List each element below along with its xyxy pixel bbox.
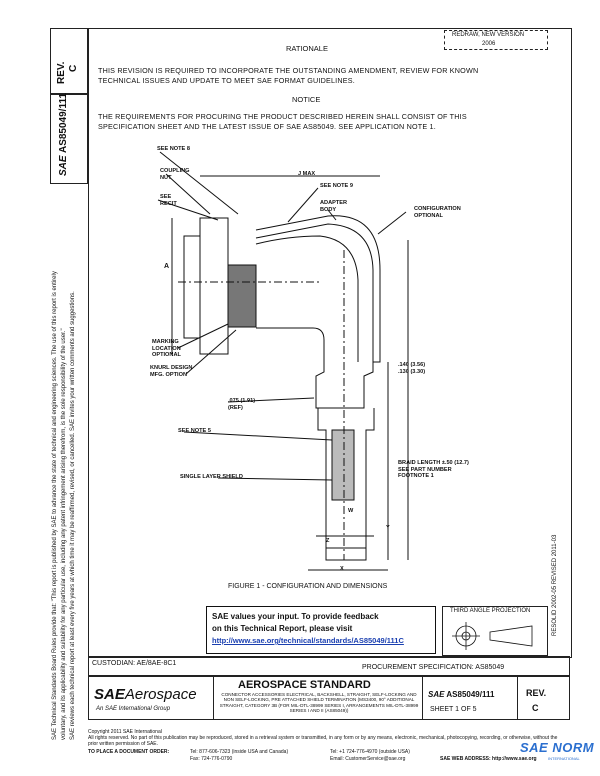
doc-number-cell (422, 676, 518, 720)
stamp-line1: REDRAW, NEW VERSION (452, 32, 525, 38)
rationale-title: RATIONALE (286, 44, 328, 53)
elbow-outer (255, 215, 381, 363)
label-j-max: J MAX (298, 171, 316, 177)
margin-rules-line3: SAE reviews each technical report at lea… (70, 291, 76, 740)
label-x: X (340, 566, 344, 572)
feedback-line2: on this Technical Report, please visit (212, 624, 353, 633)
footer-email: Email: CustomerService@sae.org (330, 756, 406, 762)
knurl-area (227, 264, 257, 328)
title-doc-number: SAE AS85049/111 (428, 690, 494, 699)
doc-number: AS85049/111 (58, 92, 69, 154)
rev-box (50, 28, 88, 94)
title-rev-label: REV. (526, 688, 547, 698)
projection-box (442, 606, 548, 656)
label-see-note-5: SEE NOTE 5 (178, 428, 211, 434)
label-z: Z (326, 538, 330, 544)
sae-mark: SAE (58, 155, 69, 176)
sae-logo: SAEAerospace (94, 686, 197, 703)
title-doc-sae: SAE (428, 690, 445, 699)
margin-rules-line1: SAE Technical Standards Board Rules prov… (52, 271, 58, 740)
footer-order-label: TO PLACE A DOCUMENT ORDER: (88, 749, 170, 755)
label-marking-location: MARKING LOCATION OPTIONAL (152, 339, 181, 358)
rationale-text: THIS REVISION IS REQUIRED TO INCORPORATE… (98, 66, 479, 85)
rev-value: C (68, 64, 79, 72)
label-braid-length: BRAID LENGTH ±.50 (12.7) SEE PART NUMBER… (398, 460, 469, 479)
logo-aero-text: Aerospace (124, 686, 197, 703)
title-description: CONNECTOR ACCESSORIES ELECTRICAL, BACKSH… (219, 692, 419, 714)
configuration-drawing (157, 151, 409, 571)
notice-text: THE REQUIREMENTS FOR PROCURING THE PRODU… (98, 112, 467, 131)
footer-web[interactable]: SAE WEB ADDRESS: http://www.sae.org (440, 756, 537, 762)
margin-rules-line2: voluntary, and its applicability and sui… (61, 328, 67, 740)
label-adapter-body: ADAPTER BODY (320, 200, 348, 213)
label-single-layer-shield: SINGLE LAYER SHIELD (180, 474, 243, 480)
label-configuration-optional: CONFIGURATION OPTIONAL (414, 206, 461, 219)
aerospace-standard-title: AEROSPACE STANDARD (238, 679, 371, 691)
title-rev-value: C (532, 703, 539, 713)
sheet-number: SHEET 1 OF 5 (430, 706, 477, 713)
footer-fax: Fax: 724-776-0790 (190, 756, 233, 762)
logo-sae-text: SAE (94, 686, 125, 703)
label-see-note-9: SEE NOTE 9 (320, 183, 353, 189)
revision-stamp (444, 30, 548, 50)
rev-label: REV. (56, 61, 67, 84)
title-doc-code: AS85049/111 (446, 690, 495, 699)
label-dim-140: .140 (3.56) .130 (3.30) (398, 362, 426, 375)
sae-norm-watermark-sub: INTERNATIONAL (548, 756, 580, 761)
feedback-link[interactable]: http://www.sae.org/technical/standards/A… (212, 636, 404, 645)
label-dim-075: .075 (1.91) (REF) (228, 398, 256, 411)
label-see-recit: SEE RECIT (160, 194, 177, 207)
right-margin-dates: RESOLID 2002-05 REVISED 2011-03 (552, 534, 558, 636)
projection-symbol (452, 622, 533, 650)
doc-number-vertical: SAE AS85049/111 (58, 93, 69, 176)
sae-norm-watermark: SAE NORM (520, 740, 595, 755)
doc-number-box (50, 94, 88, 184)
figure-caption: FIGURE 1 - CONFIGURATION AND DIMENSIONS (228, 583, 388, 590)
coupling-nut-shape (199, 217, 229, 355)
shield-pattern (331, 429, 355, 501)
notice-title: NOTICE (292, 95, 321, 104)
footer-tel2: Tel: +1 724-776-4970 (outside USA) (330, 749, 410, 755)
feedback-line1: SAE values your input. To provide feedba… (212, 612, 379, 621)
logo-tagline: An SAE International Group (96, 706, 171, 712)
label-a: A (164, 263, 170, 270)
stamp-line2: 2006 (482, 41, 496, 47)
label-see-note-8: SEE NOTE 8 (157, 146, 190, 152)
footer-tel1: Tel: 877-606-7323 (inside USA and Canada… (190, 749, 289, 755)
footer-copyright: Copyright 2011 SAE International (88, 729, 162, 735)
label-w: W (348, 508, 354, 514)
procurement: PROCUREMENT SPECIFICATION: AS85049 (362, 664, 505, 671)
label-y: Y (386, 525, 390, 531)
page-border (88, 28, 572, 658)
custodian-row (88, 656, 570, 676)
label-knurl-design: KNURL DESIGN MFG. OPTION (150, 365, 193, 378)
custodian: CUSTODIAN: AE/8AE-8C1 (92, 660, 177, 667)
label-coupling-nut: COUPLING NUT (160, 168, 190, 181)
logo-cell (88, 676, 214, 720)
feedback-box (206, 606, 436, 654)
footer-rights: All rights reserved. No part of this pub… (88, 735, 558, 747)
projection-label: THIRD ANGLE PROJECTION (450, 608, 531, 614)
